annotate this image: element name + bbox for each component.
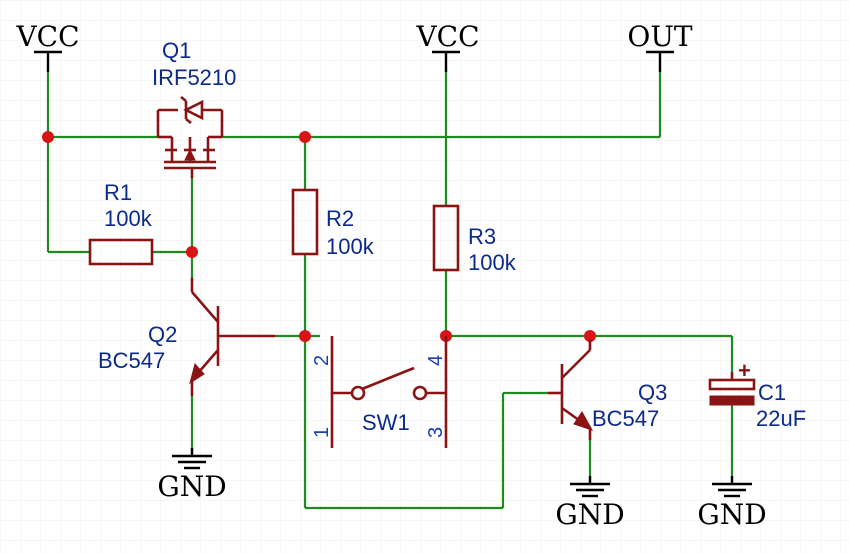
junction-dot xyxy=(584,330,596,342)
switch-sw1: SW1 2 1 4 3 xyxy=(311,336,448,448)
resistor-r1: R1 100k xyxy=(88,180,154,266)
junction-dot xyxy=(186,246,198,258)
c1-polarity: + xyxy=(738,358,751,383)
q2-value: BC547 xyxy=(98,348,165,373)
junctions xyxy=(42,131,596,342)
vcc-port-right: VCC xyxy=(415,20,480,72)
q2-ref: Q2 xyxy=(148,322,177,347)
r3-value: 100k xyxy=(468,250,517,275)
r3-ref: R3 xyxy=(468,224,496,249)
sw1-pin-3: 3 xyxy=(425,427,447,438)
vcc-port-left: VCC xyxy=(15,20,80,72)
gnd-label: GND xyxy=(555,498,624,531)
r1-value: 100k xyxy=(104,206,153,231)
sw1-pin-4: 4 xyxy=(425,355,447,366)
ground-symbol-c1: GND xyxy=(697,476,767,531)
c1-ref: C1 xyxy=(758,380,786,405)
vcc-label: VCC xyxy=(415,20,479,53)
ground-symbol-q2: GND xyxy=(157,448,227,503)
q1-ref: Q1 xyxy=(162,38,191,63)
capacitor-c1: + C1 22uF xyxy=(708,358,806,431)
sw1-pin-2: 2 xyxy=(311,355,333,366)
gnd-label: GND xyxy=(697,498,766,531)
resistor-r2: R2 100k xyxy=(291,188,375,259)
c1-value: 22uF xyxy=(756,406,806,431)
sw1-ref: SW1 xyxy=(362,410,410,435)
ground-symbol-q3: GND xyxy=(555,476,625,531)
mosfet-q1: Q1 IRF5210 xyxy=(152,38,236,178)
q1-value: IRF5210 xyxy=(152,65,236,90)
transistor-q3: Q3 BC547 xyxy=(548,340,667,440)
out-label: OUT xyxy=(627,20,693,53)
sw1-pin-1: 1 xyxy=(311,427,333,438)
resistor-r3: R3 100k xyxy=(432,204,517,275)
junction-dot xyxy=(299,330,311,342)
r1-ref: R1 xyxy=(104,180,132,205)
gnd-label: GND xyxy=(157,470,226,503)
vcc-label: VCC xyxy=(15,20,79,53)
junction-dot xyxy=(299,131,311,143)
out-port: OUT xyxy=(627,20,693,72)
q3-ref: Q3 xyxy=(638,380,667,405)
r2-ref: R2 xyxy=(326,206,354,231)
q3-value: BC547 xyxy=(592,406,659,431)
transistor-q2: Q2 BC547 xyxy=(98,278,275,396)
junction-dot xyxy=(42,131,54,143)
r2-value: 100k xyxy=(326,234,375,259)
